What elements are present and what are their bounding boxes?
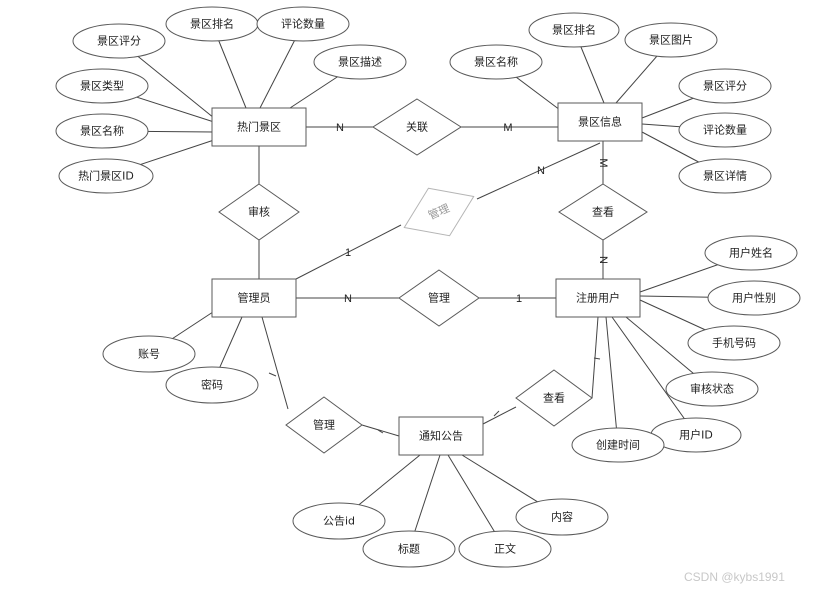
attribute-label: 景区排名 (190, 17, 234, 31)
relationship-r_manage_user (398, 269, 480, 327)
attribute-label: 创建时间 (596, 438, 640, 452)
attribute-label: 评论数量 (281, 17, 325, 31)
attribute-a6 (55, 113, 149, 149)
relationship-r_view_notice (515, 369, 593, 427)
diagram-shapes (55, 6, 801, 568)
relationship-label: 关联 (406, 120, 428, 134)
relationship-r_manage_notice (285, 396, 363, 454)
attribute-label: 评论数量 (703, 123, 747, 137)
entity-label: 景区信息 (578, 115, 622, 129)
attribute-label: 用户ID (679, 428, 713, 442)
relationship-label: 审核 (248, 205, 270, 219)
attribute-b2 (624, 22, 718, 58)
relationship-connector (482, 406, 517, 425)
attribute-b5 (678, 112, 772, 148)
relationship-label: 查看 (543, 391, 565, 405)
attribute-label: 景区图片 (649, 34, 693, 47)
attribute-a5 (55, 68, 149, 104)
relationship-r_audit (218, 183, 300, 241)
attribute-label: 用户性别 (732, 291, 776, 305)
attribute-c2 (165, 366, 259, 404)
relationship-label: 查看 (592, 205, 614, 219)
attribute-c1 (102, 335, 196, 373)
entity-label: 管理员 (238, 291, 271, 305)
attribute-label: 密码 (201, 378, 223, 392)
entity-notice (398, 416, 484, 456)
entity-hot (211, 107, 307, 147)
cardinality-label: 1 (345, 247, 351, 259)
relationship-connector (591, 316, 599, 399)
relationship-connector (295, 224, 402, 280)
relationship-r_assoc (372, 98, 462, 156)
attribute-a1 (72, 23, 166, 59)
attribute-e2 (362, 530, 456, 568)
entity-info (557, 102, 643, 142)
attribute-e3 (458, 530, 552, 568)
cardinality-label: N (336, 122, 344, 134)
relationship-label: 管理 (313, 418, 335, 432)
cardinality-label: M (503, 122, 512, 134)
attribute-a7 (58, 158, 154, 194)
cardinality-tick (377, 429, 384, 434)
attribute-b1 (528, 12, 620, 48)
relationship-r_view_info (558, 183, 648, 241)
attribute-e1 (292, 502, 386, 540)
attribute-label: 手机号码 (712, 336, 756, 350)
attribute-connector (611, 316, 697, 436)
cardinality-label: M (597, 158, 609, 167)
attribute-e4 (515, 498, 609, 536)
attribute-b3 (449, 44, 543, 80)
attribute-label: 景区评分 (703, 80, 747, 93)
watermark: CSDN @kybs1991 (684, 570, 785, 584)
attribute-label: 景区详情 (703, 169, 747, 183)
cardinality-label: N (597, 256, 609, 264)
attribute-d1 (704, 235, 798, 271)
attribute-a3 (256, 6, 350, 42)
attribute-d4 (665, 371, 759, 407)
attribute-label: 景区排名 (552, 23, 596, 37)
cardinality-label: N (537, 165, 545, 177)
attribute-label: 标题 (398, 542, 420, 556)
relationship-label: 管理 (428, 291, 450, 305)
relationship-connector (476, 142, 601, 200)
attribute-d2 (707, 280, 801, 316)
attribute-label: 景区评分 (97, 35, 141, 48)
attribute-b4 (678, 68, 772, 104)
attribute-label: 景区名称 (80, 124, 124, 138)
attribute-d3 (687, 325, 781, 361)
attribute-label: 热门景区ID (78, 169, 134, 183)
attribute-label: 用户姓名 (729, 246, 773, 260)
relationship-connector (261, 316, 289, 410)
entity-admin (211, 278, 297, 318)
entity-label: 通知公告 (419, 429, 463, 443)
entity-user (555, 278, 641, 318)
attribute-a4 (313, 44, 407, 80)
attribute-label: 正文 (494, 542, 516, 556)
cardinality-tick (593, 357, 601, 360)
attribute-label: 公告id (323, 515, 355, 528)
attribute-label: 景区类型 (80, 79, 124, 93)
cardinality-label: 1 (516, 293, 522, 305)
cardinality-tick (493, 410, 500, 417)
attribute-label: 景区描述 (338, 55, 382, 69)
relationship-connector (361, 424, 400, 437)
attribute-label: 审核状态 (690, 382, 734, 396)
entity-label: 注册用户 (576, 291, 620, 305)
diagram-labels: 热门景区景区信息管理员注册用户通知公告关联审核管理查看管理管理查看景区评分景区排… (78, 17, 776, 556)
attribute-label: 内容 (551, 510, 573, 524)
relationship-r_manage_info (403, 187, 475, 237)
entity-label: 热门景区 (237, 120, 281, 134)
cardinality-label: N (344, 293, 352, 305)
attribute-d6 (571, 427, 665, 463)
attribute-label: 账号 (138, 348, 160, 361)
attribute-connector (605, 316, 619, 446)
attribute-label: 景区名称 (474, 55, 518, 69)
cardinality-tick (268, 372, 277, 377)
attribute-b6 (678, 158, 772, 194)
